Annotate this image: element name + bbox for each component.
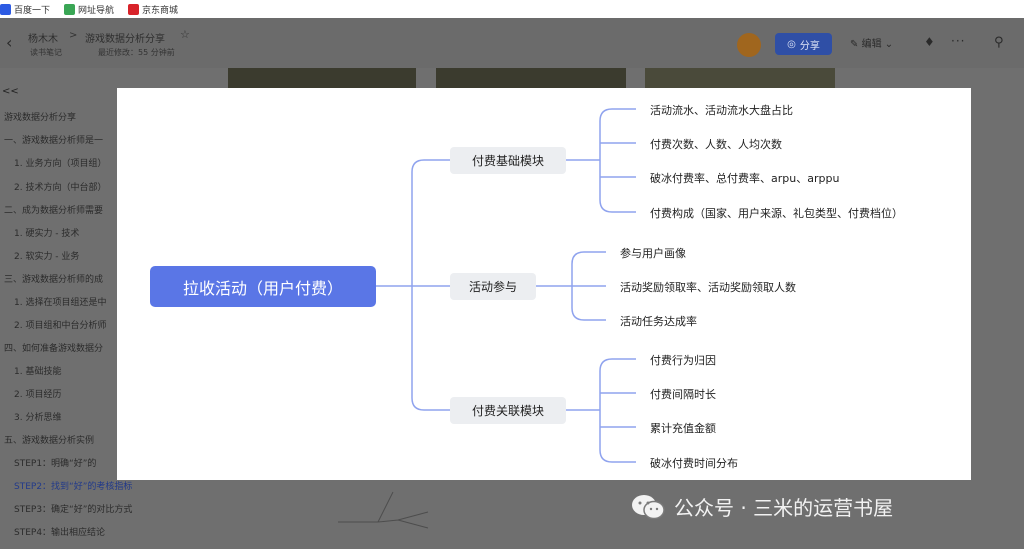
bookmark-label: 京东商城 xyxy=(142,5,179,16)
edit-label: 编辑 xyxy=(861,39,882,50)
mindmap-leaf: 付费间隔时长 xyxy=(650,388,716,401)
toc-item[interactable]: STEP1：明确“好”的 xyxy=(14,459,97,469)
last-modified: 最近修改：55 分钟前 xyxy=(98,48,175,57)
toc-item[interactable]: 一、游戏数据分析师是一 xyxy=(4,136,104,146)
page-title: 游戏数据分析分享 xyxy=(85,34,165,45)
breadcrumb-separator: > xyxy=(69,30,78,41)
mindmap-leaf: 累计充值金额 xyxy=(650,422,716,435)
mindmap-root-node: 拉收活动（用户付费） xyxy=(150,266,376,307)
toc-item[interactable]: 2. 项目组和中台分析师 xyxy=(14,321,107,331)
toc-item[interactable]: 1. 硬实力 - 技术 xyxy=(14,229,80,239)
toc-item[interactable]: 二、成为数据分析师需要 xyxy=(4,206,104,216)
bookmark-jd[interactable]: 京东商城 xyxy=(128,3,178,16)
toc-item[interactable]: 四、如何准备游戏数据分 xyxy=(4,344,104,354)
chevron-down-icon: ⌄ xyxy=(884,39,894,50)
toc-item[interactable]: 3. 分析思维 xyxy=(14,413,62,423)
more-icon[interactable]: ··· xyxy=(951,34,966,48)
background-image-thumb xyxy=(228,68,416,89)
mindmap-module-node: 付费基础模块 xyxy=(450,147,566,174)
toc-item[interactable]: 1. 业务方向（项目组） xyxy=(14,159,107,169)
watermark-text: 公众号 · 三米的运营书屋 xyxy=(674,496,894,520)
nav-icon xyxy=(64,3,76,15)
toc-item[interactable]: 2. 技术方向（中台部） xyxy=(14,183,107,193)
toc-item[interactable]: 2. 项目经历 xyxy=(14,390,62,400)
mindmap-leaf: 破冰付费时间分布 xyxy=(650,457,738,470)
star-icon[interactable]: ☆ xyxy=(180,28,190,41)
bell-icon[interactable]: ♦ xyxy=(924,35,935,49)
toc-item[interactable]: 1. 选择在项目组还是中 xyxy=(14,298,107,308)
doc-topbar xyxy=(0,18,1024,68)
breadcrumb-parent[interactable]: 杨木木 xyxy=(28,34,58,45)
toc-item[interactable]: 2. 软实力 - 业务 xyxy=(14,252,80,262)
back-icon[interactable]: ‹ xyxy=(6,33,13,52)
globe-icon: ◎ xyxy=(787,38,796,50)
bookmark-label: 网址导航 xyxy=(78,5,115,16)
mindmap-leaf: 付费构成（国家、用户来源、礼包类型、付费档位） xyxy=(650,207,903,220)
background-image-thumb xyxy=(436,68,626,89)
mindmap-leaf: 活动任务达成率 xyxy=(620,315,697,328)
mindmap-leaf: 破冰付费率、总付费率、arpu、arppu xyxy=(650,172,840,185)
bookmark-baidu[interactable]: 百度一下 xyxy=(0,3,50,16)
search-icon[interactable]: ⚲ xyxy=(994,35,1004,50)
baidu-icon xyxy=(0,3,11,15)
toc-item[interactable]: STEP3：确定“好”的对比方式 xyxy=(14,505,133,515)
background-mindmap xyxy=(338,491,429,529)
share-label: 分享 xyxy=(799,40,820,52)
wechat-icon xyxy=(632,494,665,519)
mindmap-leaf: 活动流水、活动流水大盘占比 xyxy=(650,104,793,117)
mindmap-leaf: 参与用户画像 xyxy=(620,247,686,260)
doc-type-label: 读书笔记 xyxy=(30,48,62,57)
edit-button[interactable]: ✎ 编辑 ⌄ xyxy=(850,35,893,50)
toc-item[interactable]: 三、游戏数据分析师的成 xyxy=(4,275,104,285)
toc-item[interactable]: 五、游戏数据分析实例 xyxy=(4,436,95,446)
avatar[interactable] xyxy=(737,33,761,57)
bookmark-nav[interactable]: 网址导航 xyxy=(64,3,114,16)
mindmap-leaf: 付费次数、人数、人均次数 xyxy=(650,138,782,151)
toc-item[interactable]: 1. 基础技能 xyxy=(14,367,62,377)
mindmap-module-node: 付费关联模块 xyxy=(450,397,566,424)
watermark: 公众号 · 三米的运营书屋 xyxy=(630,492,893,521)
toc-item[interactable]: STEP4：输出相应结论 xyxy=(14,528,106,538)
background-image-thumb xyxy=(645,68,835,89)
toc-item[interactable]: 游戏数据分析分享 xyxy=(4,113,77,123)
mindmap-module-node: 活动参与 xyxy=(450,273,536,300)
share-button[interactable]: ◎ 分享 xyxy=(775,33,832,55)
bookmark-label: 百度一下 xyxy=(14,5,51,16)
mindmap-leaf: 付费行为归因 xyxy=(650,354,716,367)
toc-item-active[interactable]: STEP2：找到“好”的考核指标 xyxy=(14,482,133,492)
jd-icon xyxy=(128,3,140,15)
pen-icon: ✎ xyxy=(850,39,859,50)
bookmarks-bar: 百度一下 网址导航 京东商城 xyxy=(0,0,1024,18)
collapse-toc-icon[interactable]: << xyxy=(2,86,19,97)
mindmap-leaf: 活动奖励领取率、活动奖励领取人数 xyxy=(620,281,796,294)
